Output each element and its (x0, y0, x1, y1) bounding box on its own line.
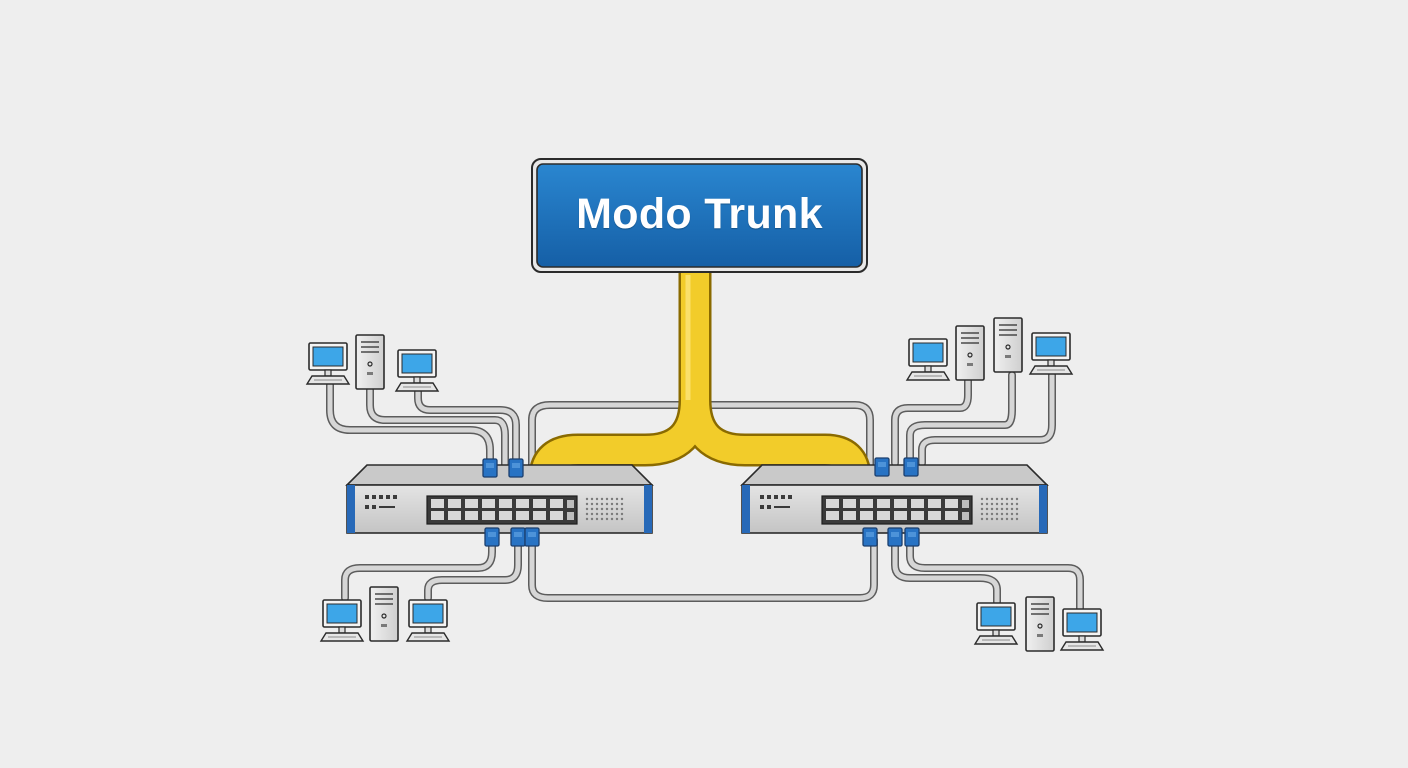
network-switch-right (741, 464, 1048, 534)
monitor-icon (974, 602, 1018, 645)
monitor-icon (906, 338, 950, 381)
tower-pc-icon (355, 334, 385, 390)
monitor-icon (1029, 332, 1073, 375)
access-cables (326, 371, 1084, 614)
trunk-cable (528, 270, 872, 480)
computers-left-top (306, 334, 439, 392)
monitor-icon (395, 349, 439, 392)
tower-pc-icon (1025, 596, 1055, 652)
tower-pc-icon (369, 586, 399, 642)
trunk-banner (531, 158, 868, 273)
tower-pc-icon (993, 317, 1023, 373)
monitor-icon (320, 599, 364, 642)
network-switch-left (346, 464, 653, 534)
computers-right-top (906, 317, 1073, 381)
monitor-icon (306, 342, 350, 385)
monitor-icon (1060, 608, 1104, 651)
tower-pc-icon (955, 325, 985, 381)
monitor-icon (406, 599, 450, 642)
